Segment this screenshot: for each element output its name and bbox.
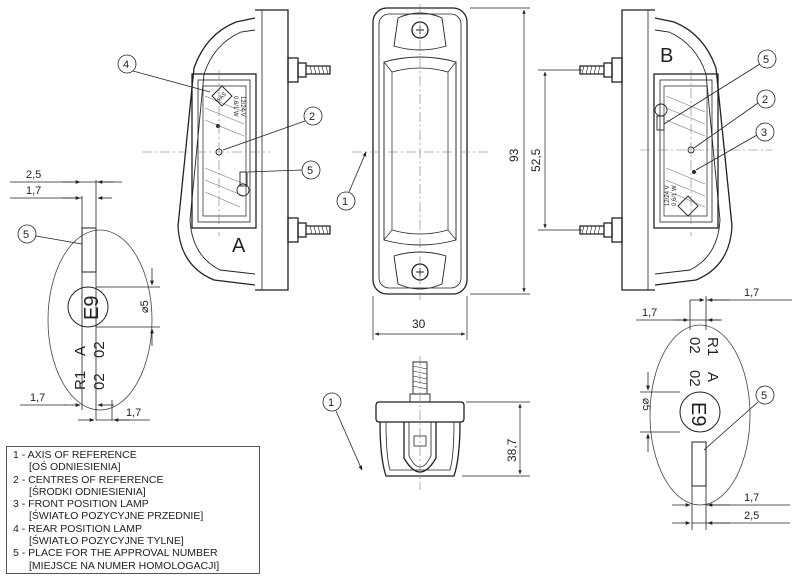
legend-pl: [ŚRODKI ODNIESIENIA] [29, 485, 146, 498]
legend-en: PLACE FOR THE APPROVAL NUMBER [28, 547, 218, 560]
approval-line-a-left: A [72, 346, 89, 356]
legend-num: 5 - [13, 547, 29, 560]
callout-5-left-detail-label: 5 [23, 229, 29, 241]
legend-item-1: 1 - AXIS OF REFERENCE [13, 449, 253, 461]
dim-1-7-left-bot-b-label: 1,7 [126, 407, 141, 419]
dim-38-7-label: 38,7 [505, 438, 519, 462]
legend-item-2: 2 - CENTRES OF REFERENCE [13, 474, 253, 486]
lamp-power-mark: 0,6/1 W [232, 96, 238, 117]
approval-line-c-right: R1 [704, 337, 721, 356]
dim-93 [470, 7, 530, 295]
approval-line-c-left: R1 [72, 371, 89, 390]
approval-line-b-right: 02 [686, 370, 703, 387]
callout-2-label: 2 [309, 111, 315, 123]
legend-item-4: 4 - REAR POSITION LAMP [13, 523, 253, 535]
legend-item-3: 3 - FRONT POSITION LAMP [13, 498, 253, 510]
left-approval-detail [10, 180, 160, 422]
dim-2-5-left-label: 2,5 [26, 169, 41, 181]
view-letter-b: B [660, 45, 673, 67]
dim-93-label: 93 [507, 148, 521, 162]
dim-1-7-right-top-a-label: 1,7 [744, 287, 759, 299]
callout-1-center-label: 1 [342, 196, 348, 208]
dim-1-7-left-top-label: 1,7 [26, 185, 41, 197]
dim-38-7 [462, 401, 530, 477]
legend-pl: [OŚ ODNIESIENIA] [29, 461, 121, 474]
dia-5-right-label: ⌀5 [640, 398, 652, 411]
dim-1-7-left-bot-a-label: 1,7 [30, 392, 45, 404]
dim-1-7-right-top-b-label: 1,7 [642, 307, 657, 319]
approval-line-d-left: 02 [91, 373, 108, 390]
callout-3-right-label: 3 [761, 127, 767, 139]
legend-item-2-pl: [ŚRODKI ODNIESIENIA] [13, 486, 253, 498]
callout-2-right-label: 2 [762, 94, 768, 106]
callout-5-right-label: 5 [763, 54, 769, 66]
legend-en: AXIS OF REFERENCE [27, 449, 137, 461]
callout-1-center [336, 151, 367, 211]
legend-pl: [ŚWIATŁO POZYCYJNE PRZEDNIE] [29, 510, 204, 523]
dim-1-7-right-bot-label: 1,7 [744, 492, 759, 504]
callouts-left-view [117, 54, 323, 180]
legend-item-1-pl: [OŚ ODNIESIENIA] [13, 461, 253, 473]
callout-1-bottom-label: 1 [328, 397, 334, 409]
left-view-axes [142, 70, 270, 236]
dim-2-5-right-label: 2,5 [744, 510, 759, 522]
legend-num: 3 - [13, 498, 29, 511]
legend-en: REAR POSITION LAMP [28, 522, 142, 535]
dim-52-5-label: 52,5 [529, 148, 543, 172]
legend-item-5-pl: [MIEJSCE NA NUMER HOMOLOGACJI] [13, 560, 253, 572]
legend-en: CENTRES OF REFERENCE [28, 473, 164, 486]
right-approval-detail [636, 296, 792, 530]
legend-num: 2 - [13, 473, 29, 486]
callout-4-label: 4 [123, 59, 129, 71]
legend-item-5: 5 - PLACE FOR THE APPROVAL NUMBER [13, 547, 253, 559]
left-view-a [177, 9, 331, 291]
legend-item-4-pl: [ŚWIATŁO POZYCYJNE TYLNE] [13, 535, 253, 547]
dia-5-left-label: ⌀5 [139, 300, 151, 313]
legend-box: 1 - AXIS OF REFERENCE [OŚ ODNIESIENIA] 2… [6, 446, 260, 574]
legend-num: 1 - [13, 449, 28, 461]
center-axes [352, 4, 490, 300]
right-view-axes [640, 70, 772, 236]
dim-52-5 [538, 69, 582, 231]
lamp-voltage-mark-right: 12/24 V [665, 185, 671, 206]
legend-pl: [MIEJSCE NA NUMER HOMOLOGACJI] [29, 559, 220, 572]
approval-e-code-right: E9 [687, 402, 709, 426]
lamp-voltage-mark: 12/24 V [239, 96, 245, 117]
legend-num: 4 - [13, 522, 29, 535]
approval-line-a-right: A [704, 372, 721, 382]
approval-line-b-left: 02 [91, 341, 108, 358]
dim-30 [372, 296, 468, 340]
right-view-b [579, 9, 733, 291]
callout-1-bottom [322, 392, 363, 471]
legend-pl: [ŚWIATŁO POZYCYJNE TYLNE] [29, 535, 184, 548]
legend-en: FRONT POSITION LAMP [28, 498, 149, 511]
approval-e-code-left: E9 [81, 296, 103, 320]
center-front-view [372, 7, 468, 295]
legend-item-3-pl: [ŚWIATŁO POZYCYJNE PRZEDNIE] [13, 510, 253, 522]
approval-line-d-right: 02 [686, 337, 703, 354]
view-letter-a: A [232, 235, 246, 257]
dim-30-label: 30 [412, 317, 426, 331]
callouts-right-view [663, 49, 777, 171]
callout-5-label: 5 [307, 165, 313, 177]
lamp-power-mark-right: 0,6/1 W [672, 185, 678, 206]
callout-5-right-detail-label: 5 [761, 390, 767, 402]
